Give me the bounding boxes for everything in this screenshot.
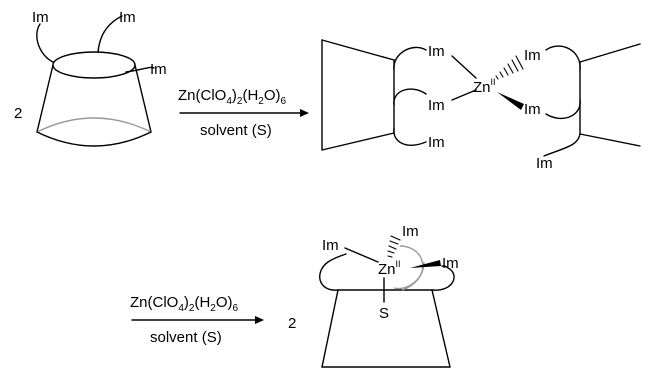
im-label: Im xyxy=(428,97,445,114)
im-label: Im xyxy=(119,9,136,26)
arm-middle xyxy=(97,15,123,53)
reactant-cone: 2 Im Im Im xyxy=(14,9,167,147)
zinc-center: ZnII xyxy=(473,77,496,96)
arm xyxy=(545,45,581,71)
zinc-center: ZnII xyxy=(378,259,401,278)
wedge-bond xyxy=(497,92,524,110)
arm xyxy=(543,133,581,157)
reaction-arrow-bottom: Zn(ClO4)2(H2O)6 solvent (S) 2 xyxy=(130,294,296,346)
im-label: Im xyxy=(32,9,49,26)
hashed-bond xyxy=(387,235,401,258)
reaction-arrow-top: Zn(ClO4)2(H2O)6 solvent (S) xyxy=(178,87,309,139)
bond-zn-im xyxy=(451,55,477,79)
arm-right xyxy=(125,66,155,73)
reagent-label: Zn(ClO4)2(H2O)6 xyxy=(130,294,239,314)
cone-left-bottom xyxy=(321,132,395,151)
arm xyxy=(545,99,581,119)
solvent-ligand: S xyxy=(379,305,389,322)
product-dimer-complex: Im Im Im ZnII Im Im Im xyxy=(321,39,641,172)
arm xyxy=(393,46,427,71)
coefficient-top: 2 xyxy=(14,105,22,122)
coefficient-bottom: 2 xyxy=(288,315,296,332)
rim-lobe-left xyxy=(319,253,347,291)
im-label: Im xyxy=(536,155,553,172)
cone-left-top xyxy=(321,39,395,61)
hashed-bond xyxy=(495,55,524,80)
im-label: Im xyxy=(524,101,541,118)
rim-lobe-right xyxy=(431,265,455,291)
im-label: Im xyxy=(428,134,445,151)
cone-right-side xyxy=(431,289,451,368)
im-label: Im xyxy=(442,255,459,272)
im-label: Im xyxy=(402,223,419,240)
bond-zn-im xyxy=(451,89,477,101)
arm-left xyxy=(36,23,54,63)
condition-label: solvent (S) xyxy=(150,329,222,346)
arrow-head xyxy=(255,316,264,324)
cone-right-side xyxy=(134,64,152,133)
cone-right-top xyxy=(579,43,641,63)
cone-right-bottom xyxy=(579,133,641,147)
cone-left-side xyxy=(36,64,54,133)
product-capped-complex: ZnII Im Im Im S xyxy=(319,223,459,368)
wedge-bond xyxy=(410,260,441,268)
im-label: Im xyxy=(150,61,167,78)
cone-top-rim xyxy=(52,51,136,79)
cone-bottom-front xyxy=(36,131,152,147)
im-label: Im xyxy=(322,237,339,254)
bond-zn-im xyxy=(344,247,379,263)
condition-label: solvent (S) xyxy=(200,122,272,139)
cone-bottom-back xyxy=(36,117,152,133)
arm xyxy=(393,88,427,106)
arrow-head xyxy=(300,109,309,117)
reagent-label: Zn(ClO4)2(H2O)6 xyxy=(178,87,287,107)
arm xyxy=(393,127,427,146)
im-label: Im xyxy=(428,43,445,60)
im-label: Im xyxy=(524,47,541,64)
cone-left-side xyxy=(321,289,339,368)
